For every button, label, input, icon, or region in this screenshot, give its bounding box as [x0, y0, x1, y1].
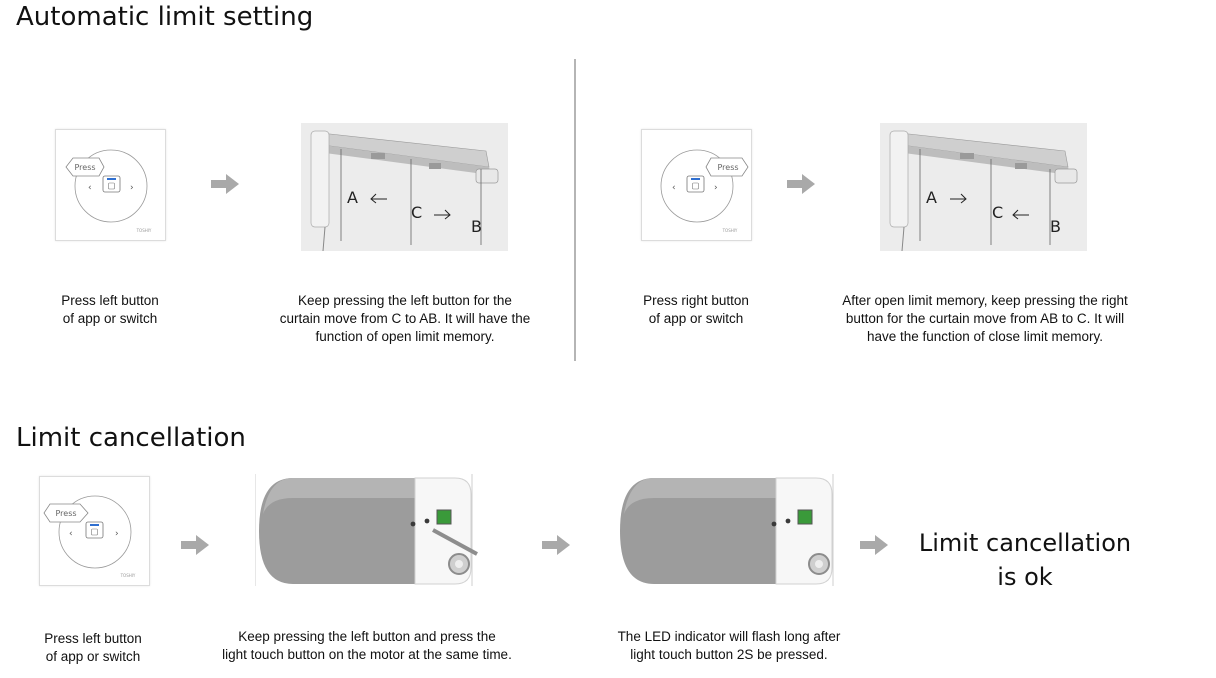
result-text: Limit cancellation is ok — [918, 529, 1132, 591]
caption-auto-step2: Keep pressing the left button for the cu… — [279, 293, 531, 344]
motor-body — [259, 478, 415, 584]
arrow-icon — [181, 535, 209, 555]
lock-icon — [692, 182, 699, 190]
led-indicator — [410, 521, 416, 527]
press-callout-shape — [705, 157, 749, 177]
caption-cancel-step2: Keep pressing the left button and press … — [222, 629, 512, 662]
left-arrow-icon — [1012, 209, 1029, 220]
motor-image-pressing — [255, 474, 480, 589]
caption-auto-step4: After open limit memory, keep pressing t… — [842, 293, 1128, 344]
caption-cancel-step3: The LED indicator will flash long after … — [617, 629, 841, 662]
lock-icon — [108, 182, 115, 190]
left-arrow-icon — [370, 193, 387, 204]
label-b: B — [1050, 217, 1061, 236]
right-arrow-icon — [950, 193, 967, 204]
lock-icon — [91, 528, 98, 536]
brand-logo: TOSHIY — [136, 228, 152, 233]
label-c: C — [992, 203, 1003, 222]
label-c: C — [411, 203, 422, 222]
led-indicator — [771, 521, 777, 527]
switch-ring — [660, 149, 734, 223]
switch-ring — [58, 495, 132, 569]
right-chevron-icon: › — [714, 183, 718, 193]
switch-panel-left-press: ‹ › Press TOSHIY — [55, 129, 166, 241]
motor-cylinder — [310, 130, 330, 228]
caption-cancel-step1: Press left button of app or switch — [44, 631, 142, 664]
right-arrow-icon — [434, 209, 451, 220]
section-divider — [574, 59, 576, 361]
left-chevron-icon: ‹ — [672, 183, 676, 193]
motor-cylinder — [889, 130, 909, 228]
press-callout-shape — [43, 503, 89, 523]
arrow-icon — [787, 174, 815, 194]
section-title-automatic: Automatic limit setting — [16, 2, 314, 32]
label-b: B — [471, 217, 482, 236]
arrow-icon — [542, 535, 570, 555]
curtain-rail-image-close: A C B — [880, 123, 1087, 251]
switch-panel-right-press: ‹ › Press TOSHIY — [641, 129, 752, 241]
curtain-rail-image-open: A C B — [301, 123, 508, 251]
motor-image-led — [616, 474, 836, 589]
press-label: Press — [717, 163, 738, 172]
press-label: Press — [55, 509, 76, 518]
switch-ring — [74, 149, 148, 223]
brand-logo: TOSHIY — [120, 573, 136, 578]
right-chevron-icon: › — [115, 529, 119, 539]
pin-tool — [432, 528, 478, 556]
switch-panel-left-press: ‹ › Press TOSHIY — [39, 476, 150, 586]
brand-logo: TOSHIY — [722, 228, 738, 233]
label-a: A — [926, 188, 937, 207]
arrow-icon — [211, 174, 239, 194]
arrow-icon — [860, 535, 888, 555]
press-callout-shape — [65, 157, 105, 177]
touch-button — [797, 509, 813, 525]
left-chevron-icon: ‹ — [88, 183, 92, 193]
press-label: Press — [74, 163, 95, 172]
caption-auto-step1: Press left button of app or switch — [61, 293, 159, 326]
right-chevron-icon: › — [130, 183, 134, 193]
motor-body — [620, 478, 776, 584]
caption-auto-step3: Press right button of app or switch — [643, 293, 749, 326]
touch-button — [436, 509, 452, 525]
left-chevron-icon: ‹ — [69, 529, 73, 539]
label-a: A — [347, 188, 358, 207]
section-title-cancellation: Limit cancellation — [16, 423, 246, 453]
